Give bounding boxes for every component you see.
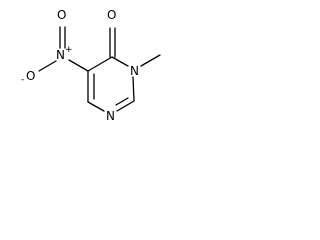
atom-carbonyl-oxygen: O: [107, 8, 116, 22]
bond-c2-n1-double: [116, 100, 135, 112]
bond-n3-methyl: [140, 54, 161, 67]
atom-nitro-nitrogen: N: [56, 48, 65, 62]
bond-c5-nitro-n: [68, 59, 89, 72]
nitro-minus-charge: -: [21, 75, 24, 85]
nitro-plus-charge: +: [65, 45, 73, 55]
atom-ring-nitrogen: N: [106, 109, 115, 123]
bond-c2-n1-double-inner: [115, 97, 129, 106]
atom-nitro-oxygen-top: O: [57, 8, 66, 22]
bond-c4-c5: [87, 56, 113, 72]
bond-nitro-n-o-left: [38, 60, 57, 72]
molecule-structure: O N N N + O O -: [21, 8, 161, 123]
bond-n1-c6: [87, 101, 105, 112]
bond-c4-n3: [111, 56, 129, 67]
atom-ring-nitrogen-methyl: N: [130, 64, 139, 78]
atom-nitro-oxygen-left: O: [26, 69, 35, 83]
bond-n3-c2: [132, 76, 135, 102]
